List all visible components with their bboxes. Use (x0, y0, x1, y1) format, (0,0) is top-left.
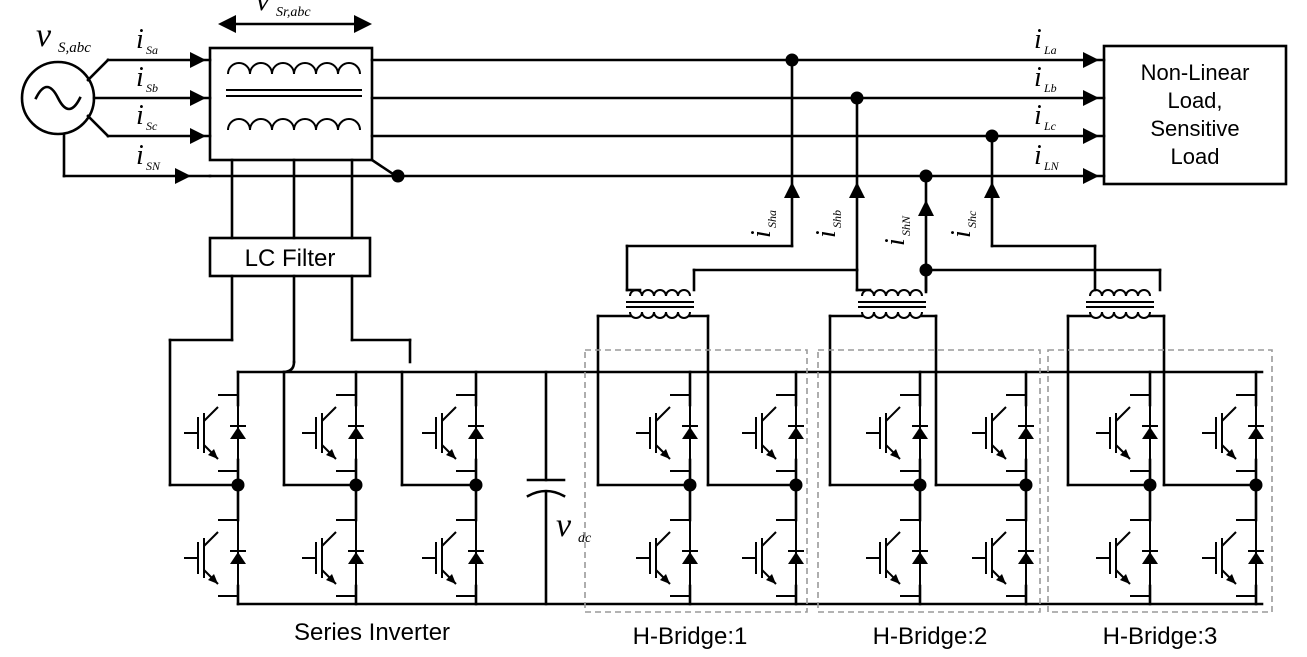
svg-text:SN: SN (146, 159, 161, 173)
svg-text:Shc: Shc (965, 210, 979, 228)
svg-text:i: i (136, 62, 144, 93)
hbridge-3-caption: H-Bridge:3 (1103, 623, 1218, 650)
svg-text:i: i (136, 140, 144, 171)
captions: Series Inverter H-Bridge:1 H-Bridge:2 H-… (294, 619, 1217, 650)
svg-text:i: i (136, 100, 144, 131)
svg-text:i: i (811, 230, 842, 238)
load-current-labels: i La i Lb i Lc i LN (1034, 24, 1060, 173)
h-bridge-3 (1047, 349, 1273, 613)
svg-text:ShN: ShN (899, 215, 913, 236)
source-group: v S,abc (20, 17, 96, 136)
dc-voltage-subscript: dc (578, 531, 592, 546)
svg-text:i: i (946, 230, 977, 238)
source-wires (62, 52, 212, 184)
series-voltage-subscript: Sr,abc (276, 5, 311, 20)
dc-voltage-symbol: v (556, 507, 572, 544)
hbridge-1-caption: H-Bridge:1 (633, 623, 748, 650)
source-voltage-symbol: v (36, 17, 52, 54)
svg-text:i: i (136, 24, 144, 55)
series-voltage-symbol: v (256, 0, 270, 17)
series-inverter (183, 370, 485, 606)
load-box: Non-Linear Load, Sensitive Load (1102, 44, 1288, 186)
svg-text:i: i (1034, 62, 1042, 93)
svg-text:i: i (880, 238, 911, 246)
svg-text:Load,: Load, (1167, 88, 1222, 113)
svg-text:i: i (746, 230, 777, 238)
dc-link-capacitor: v dc (526, 370, 592, 606)
svg-text:Sha: Sha (765, 210, 779, 228)
series-voltage-indicator: v Sr,abc (218, 0, 372, 33)
svg-text:Sa: Sa (146, 43, 158, 57)
shunt-current-labels: i Sha i Shb i ShN i Shc (746, 210, 979, 246)
svg-text:Load: Load (1171, 144, 1220, 169)
svg-text:i: i (1034, 140, 1042, 171)
svg-text:i: i (1034, 24, 1042, 55)
svg-text:i: i (1034, 100, 1042, 131)
svg-text:LN: LN (1043, 159, 1060, 173)
svg-text:Sb: Sb (146, 81, 158, 95)
svg-text:Lc: Lc (1043, 119, 1057, 133)
dc-bus (236, 370, 1264, 606)
source-voltage-subscript: S,abc (58, 40, 91, 56)
h-bridge-1 (584, 349, 808, 613)
h-bridge-2 (817, 349, 1041, 613)
svg-text:Shb: Shb (830, 210, 844, 228)
svg-text:Sensitive: Sensitive (1150, 116, 1239, 141)
source-current-labels: i Sa i Sb i Sc i SN (136, 24, 161, 173)
svg-text:La: La (1043, 43, 1057, 57)
svg-text:LC Filter: LC Filter (245, 245, 336, 272)
shunt-transformers (596, 289, 1166, 374)
series-inverter-caption: Series Inverter (294, 619, 450, 646)
svg-text:Lb: Lb (1043, 81, 1057, 95)
series-transformer (208, 46, 374, 162)
sine-wave-icon (34, 85, 82, 111)
svg-text:Sc: Sc (146, 119, 158, 133)
shunt-connections (625, 53, 1162, 294)
main-bus-lines (208, 52, 1106, 184)
svg-text:Non-Linear: Non-Linear (1141, 60, 1250, 85)
lc-filter: LC Filter (168, 158, 478, 487)
hbridge-2-caption: H-Bridge:2 (873, 623, 988, 650)
